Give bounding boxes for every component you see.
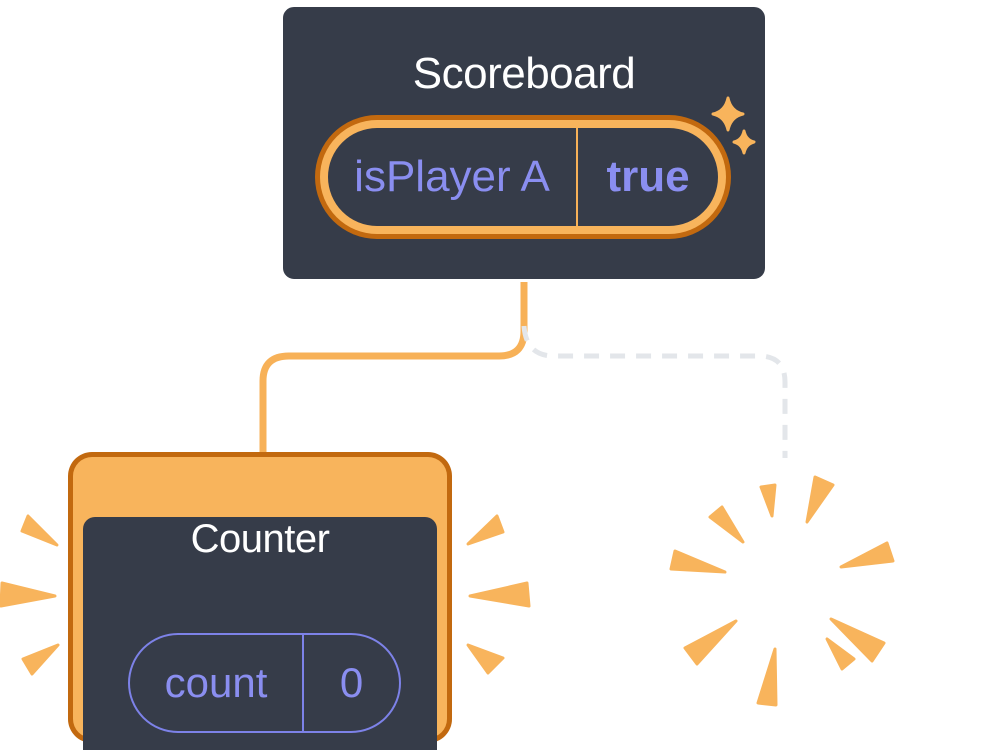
solid-connector-line xyxy=(259,279,528,462)
pill-divider xyxy=(576,128,578,226)
pill-divider xyxy=(302,635,304,731)
emphasis-ticks-right-icon xyxy=(466,514,531,675)
state-value-label: 0 xyxy=(339,659,364,706)
counter-card-ring: Counter count 0 xyxy=(73,457,447,750)
state-value-label: true xyxy=(606,152,690,201)
scoreboard-state-pill-ring: isPlayer A true xyxy=(320,120,726,234)
counter-title: Counter xyxy=(190,517,330,561)
state-name-label: count xyxy=(164,659,268,706)
scoreboard-title: Scoreboard xyxy=(412,49,636,98)
scoreboard-state-pill-content: isPlayer A true xyxy=(328,128,718,226)
counter-state-pill: count 0 xyxy=(128,633,401,733)
emphasis-ticks-left-icon xyxy=(0,514,60,676)
scoreboard-card: Scoreboard isPlayer A true xyxy=(280,4,768,282)
counter-card: Counter count 0 xyxy=(68,452,452,750)
poof-burst-icon xyxy=(669,475,895,707)
scoreboard-state-pill: isPlayer A true xyxy=(315,115,731,239)
dashed-connector-line xyxy=(521,325,788,458)
counter-card-body: Counter count 0 xyxy=(83,517,437,750)
state-name-label: isPlayer A xyxy=(354,152,550,201)
